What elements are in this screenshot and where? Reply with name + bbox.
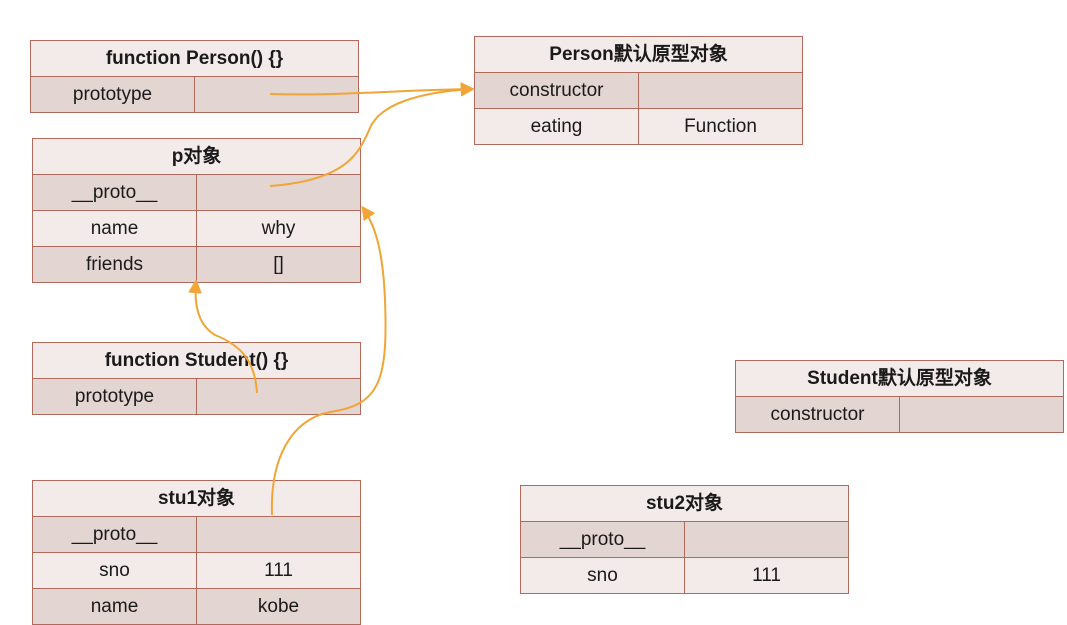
student-function-prototype-value <box>195 378 362 415</box>
stu2-object-sno-key: sno <box>520 557 685 594</box>
p-object-friends-key: friends <box>32 246 197 283</box>
p-object-name-key: name <box>32 210 197 247</box>
person-prototype-constructor-key: constructor <box>474 72 639 109</box>
student-function-prototype-key: prototype <box>32 378 197 415</box>
person-function-table: function Person() {} prototype <box>30 40 359 113</box>
student-function-table: function Student() {} prototype <box>31 342 362 415</box>
stu1-object-table: stu1对象 __proto__ sno 111 name kobe <box>31 480 362 625</box>
stu2-object-proto-key: __proto__ <box>520 521 685 558</box>
person-prototype-eating-key: eating <box>474 108 639 145</box>
stu1-object-sno-key: sno <box>32 552 197 589</box>
stu1-object-proto-key: __proto__ <box>32 516 197 553</box>
student-prototype-constructor-value <box>899 396 1064 433</box>
stu2-object-proto-value <box>683 521 850 558</box>
person-prototype-eating-value: Function <box>637 108 804 145</box>
stu1-object-title: stu1对象 <box>31 480 362 517</box>
stu1-object-name-key: name <box>32 588 197 625</box>
person-function-title: function Person() {} <box>30 40 359 77</box>
stu1-object-sno-value: 111 <box>195 552 362 589</box>
student-prototype-title: Student默认原型对象 <box>735 360 1064 397</box>
student-function-title: function Student() {} <box>31 342 362 379</box>
stu1-object-proto-value <box>195 516 362 553</box>
p-object-proto-value <box>195 174 362 211</box>
student-prototype-table: Student默认原型对象 constructor <box>735 360 1064 433</box>
person-prototype-title: Person默认原型对象 <box>473 36 804 73</box>
p-object-name-value: why <box>195 210 362 247</box>
person-prototype-table: Person默认原型对象 constructor eating Function <box>473 36 804 145</box>
student-prototype-constructor-key: constructor <box>735 396 900 433</box>
p-object-table: p对象 __proto__ name why friends [] <box>31 138 362 283</box>
person-prototype-constructor-value <box>637 72 804 109</box>
stu1-object-name-value: kobe <box>195 588 362 625</box>
person-function-prototype-key: prototype <box>30 76 195 113</box>
stu2-object-table: stu2对象 __proto__ sno 111 <box>519 485 850 594</box>
p-object-title: p对象 <box>31 138 362 175</box>
stu2-object-sno-value: 111 <box>683 557 850 594</box>
p-object-friends-value: [] <box>195 246 362 283</box>
p-object-proto-key: __proto__ <box>32 174 197 211</box>
person-function-prototype-value <box>194 76 359 113</box>
stu2-object-title: stu2对象 <box>519 485 850 522</box>
